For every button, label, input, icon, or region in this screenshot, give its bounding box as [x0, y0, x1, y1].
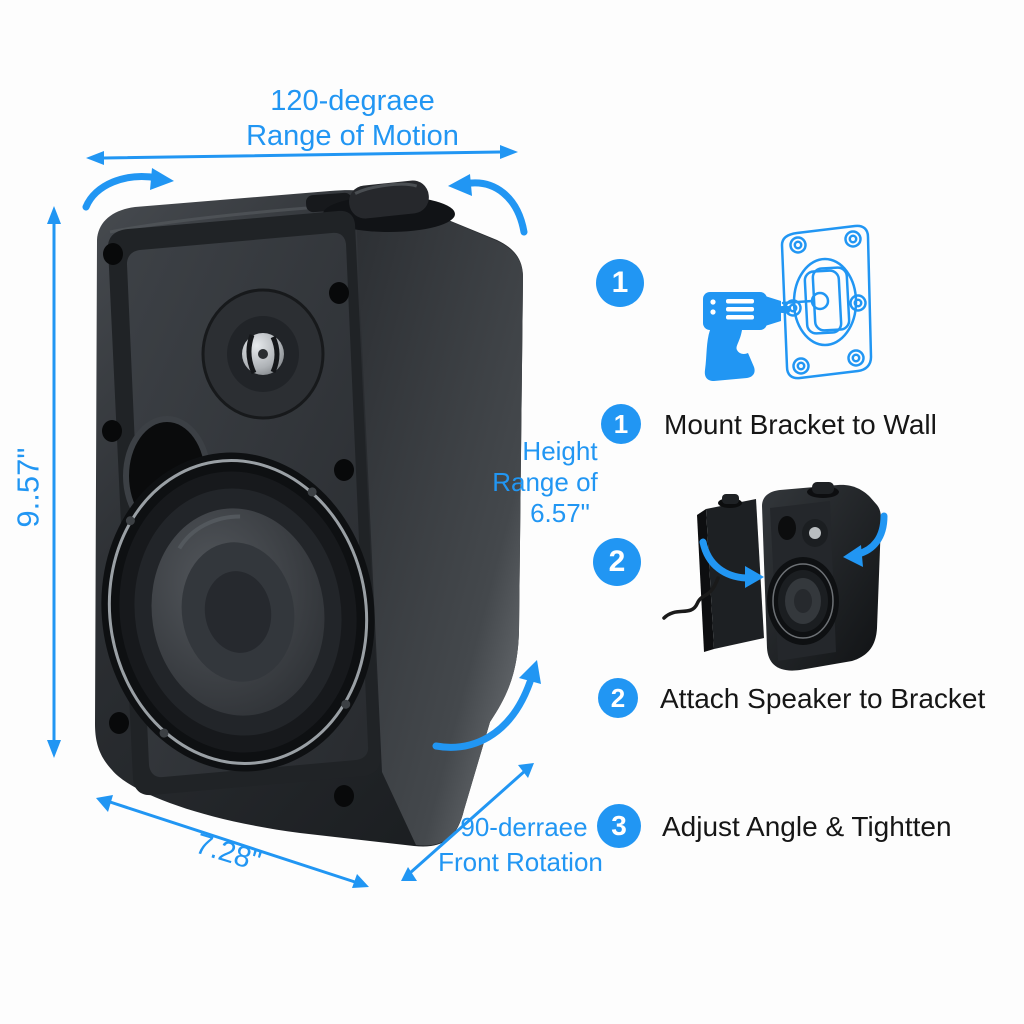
speaker-side-panel [356, 202, 523, 846]
step2-label-badge: 2 [598, 678, 638, 718]
swivel-arrow-left [82, 168, 174, 211]
step1-illustration-badge: 1 [596, 259, 644, 307]
speaker-height-label: 9..57" [10, 447, 46, 528]
front-rotation-line2: Front Rotation [438, 847, 603, 877]
step1-label-badge: 1 [601, 404, 641, 444]
width-dimension-arrow [96, 795, 369, 888]
mini-port [778, 516, 796, 540]
tweeter [201, 288, 325, 420]
front-rotation-arrow [401, 763, 534, 881]
step1-illustration [703, 224, 873, 381]
range-of-motion-arrow [86, 145, 518, 165]
step2-illustration [662, 482, 888, 671]
wall-bracket-icon [780, 224, 873, 380]
step3-label-badge: 3 [597, 804, 641, 848]
swivel-arrow-right [448, 174, 528, 236]
range-of-motion-line1: 120-degraee [270, 85, 435, 117]
height-range-line2: Range of [492, 467, 598, 497]
height-range-line1: Height [522, 436, 598, 466]
top-bracket-knob [305, 180, 455, 232]
step2-label: Attach Speaker to Bracket [660, 683, 986, 714]
attach-arrow-right [843, 512, 888, 567]
front-screw-holes [102, 243, 354, 807]
mini-tweeter [802, 519, 828, 547]
height-range-line3: 6.57" [530, 498, 590, 528]
range-of-motion-line2: Range of Motion [246, 119, 459, 152]
tilt-arrow-right [432, 660, 541, 751]
attach-arrow-left [699, 538, 764, 588]
front-rotation-line1: 90-derraee [460, 812, 588, 842]
speaker-product-photo [95, 180, 523, 847]
step2-illustration-badge: 2 [593, 538, 641, 586]
mini-woofer [767, 557, 839, 645]
speaker-wire [662, 576, 720, 620]
range-of-motion-label: 120-degraee Range of Motion [185, 84, 520, 154]
step1-label: Mount Bracket to Wall [664, 409, 937, 440]
height-dimension-arrow [47, 206, 61, 758]
step3-label: Adjust Angle & Tightten [662, 811, 952, 842]
woofer [101, 452, 375, 772]
drill-icon [703, 292, 790, 381]
